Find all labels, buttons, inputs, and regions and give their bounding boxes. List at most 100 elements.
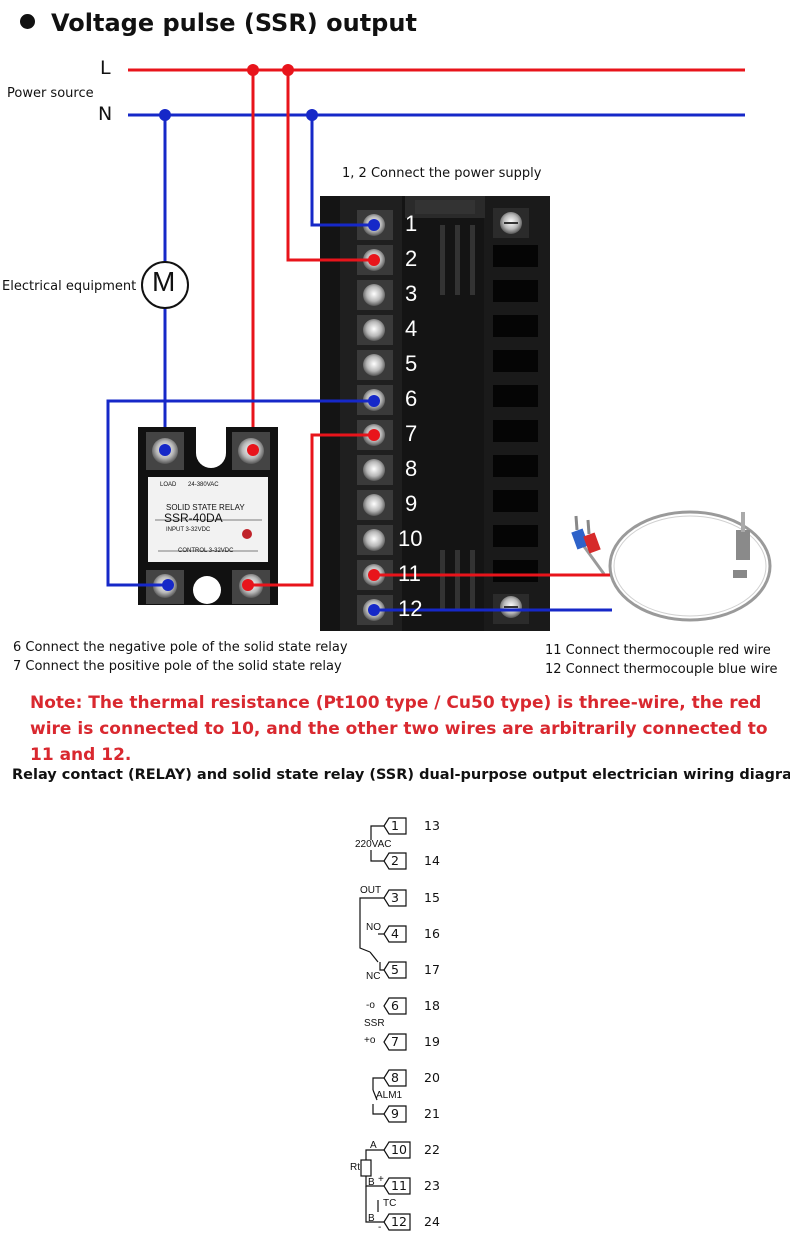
wire-terminal-7-ssr-positive	[248, 433, 374, 587]
label-tc-minus: -	[378, 1222, 382, 1233]
wire-n-terminal-1	[310, 115, 374, 227]
thermocouple-probe	[571, 510, 772, 622]
terminal-2-dot	[368, 254, 380, 266]
ssr-model-text: SSR-40DA	[164, 511, 223, 525]
line-n-label: N	[98, 103, 113, 125]
terminal-number-11: 11	[398, 561, 421, 586]
junction-l-ssr	[247, 64, 259, 76]
schematic-pin-16: 16	[424, 926, 440, 941]
power-supply-caption: 1, 2 Connect the power supply	[342, 166, 542, 181]
schematic-box-7	[383, 1033, 407, 1051]
note-terminal-11: 11 Connect thermocouple red wire	[545, 643, 771, 658]
label-nc: NC	[366, 971, 381, 982]
schematic-pin-20: 20	[424, 1070, 440, 1085]
terminal-12-dot	[368, 604, 380, 616]
junction-l-2	[282, 64, 294, 76]
schematic-pin-15: 15	[424, 890, 440, 905]
ssr-load-right-dot	[247, 444, 259, 456]
schematic-box-label-12: 12	[391, 1214, 407, 1229]
terminal-screw-9	[357, 490, 393, 520]
schematic-box-label-1: 1	[391, 818, 399, 833]
schematic-box-label-10: 10	[391, 1142, 407, 1157]
label-no: NO	[366, 922, 381, 933]
ssr-positive-dot	[242, 579, 254, 591]
ssr-input-text: INPUT 3-32VDC	[166, 527, 211, 533]
page-title: Voltage pulse (SSR) output	[20, 9, 417, 37]
schematic-box-4	[383, 925, 407, 943]
schematic-pin-17: 17	[424, 962, 440, 977]
terminal-7-dot	[368, 429, 380, 441]
schematic-box-label-5: 5	[391, 962, 399, 977]
schematic-pin-13: 13	[424, 818, 440, 833]
schematic-box-11	[383, 1177, 411, 1195]
schematic-box-12	[383, 1213, 411, 1231]
terminal-screw-3	[357, 280, 393, 310]
schematic	[359, 817, 411, 1231]
terminal-number-12: 12	[398, 596, 423, 621]
schematic-box-3	[383, 889, 407, 907]
title-text: Voltage pulse (SSR) output	[51, 9, 417, 37]
bullet-icon	[20, 14, 35, 29]
terminal-number-8: 8	[405, 456, 418, 481]
terminal-6-dot	[368, 395, 380, 407]
terminal-number-10: 10	[398, 526, 423, 551]
label-a: A	[370, 1140, 377, 1151]
schematic-box-label-11: 11	[391, 1178, 407, 1193]
label-tc-plus: +	[378, 1174, 384, 1185]
terminal-number-1: 1	[405, 211, 418, 236]
schematic-box-label-2: 2	[391, 853, 399, 868]
label-220vac: 220VAC	[355, 839, 392, 850]
schematic-box-9	[383, 1105, 407, 1123]
ssr-load-right-text: 24-380VAC	[188, 482, 219, 488]
note-terminal-7: 7 Connect the positive pole of the solid…	[13, 659, 342, 674]
note-terminal-12: 12 Connect thermocouple blue wire	[545, 662, 778, 677]
wiring-diagram-title: Relay contact (RELAY) and solid state re…	[12, 767, 790, 783]
schematic-pin-23: 23	[424, 1178, 440, 1193]
power-source-label: Power source	[7, 86, 94, 101]
motor-symbol	[141, 261, 189, 309]
terminal-screw-5	[357, 350, 393, 380]
schematic-pin-14: 14	[424, 853, 440, 868]
schematic-box-2	[383, 852, 407, 870]
note-terminal-6: 6 Connect the negative pole of the solid…	[13, 640, 348, 655]
schematic-box-10	[383, 1141, 411, 1159]
right-column-top-screw	[493, 208, 529, 238]
schematic-box-8	[383, 1069, 407, 1087]
schematic-terminal-boxes	[383, 817, 411, 1231]
label-b-2: B	[368, 1213, 375, 1224]
schematic-pin-24: 24	[424, 1214, 440, 1229]
schematic-box-6	[383, 997, 407, 1015]
junction-n-motor	[159, 109, 171, 121]
schematic-box-1	[383, 817, 407, 835]
schematic-pin-19: 19	[424, 1034, 440, 1049]
label-rt: Rt	[350, 1162, 360, 1173]
label-ssr-plus: +o	[364, 1035, 376, 1046]
thermal-resistance-note: Note: The thermal resistance (Pt100 type…	[30, 693, 768, 765]
schematic-pin-21: 21	[424, 1106, 440, 1121]
terminal-screw-10	[357, 525, 393, 555]
label-out: OUT	[360, 885, 382, 896]
ssr-load-text: LOAD 24-380VAC	[160, 482, 260, 488]
wire-l-terminal-2	[286, 70, 374, 262]
temperature-controller-body	[320, 196, 550, 631]
motor-letter: M	[152, 266, 176, 297]
ssr-negative-dot	[162, 579, 174, 591]
terminal-1-dot	[368, 219, 380, 231]
terminal-screw-8	[357, 455, 393, 485]
terminal-number-4: 4	[405, 316, 418, 341]
label-tc: TC	[383, 1198, 397, 1209]
terminal-11-dot	[368, 569, 380, 581]
label-b-1: B	[368, 1177, 375, 1188]
wire-terminal-6-ssr-negative	[106, 399, 374, 587]
schematic-box-label-8: 8	[391, 1070, 399, 1085]
terminal-number-2: 2	[405, 246, 418, 271]
electrical-equipment-label: Electrical equipment	[2, 279, 137, 294]
ssr-load-left-dot	[159, 444, 171, 456]
junction-n-1	[306, 109, 318, 121]
label-ssr: SSR	[364, 1018, 385, 1029]
schematic-pin-22: 22	[424, 1142, 440, 1157]
schematic-box-label-6: 6	[391, 998, 399, 1013]
schematic-box-label-9: 9	[391, 1106, 399, 1121]
terminal-number-5: 5	[405, 351, 418, 376]
